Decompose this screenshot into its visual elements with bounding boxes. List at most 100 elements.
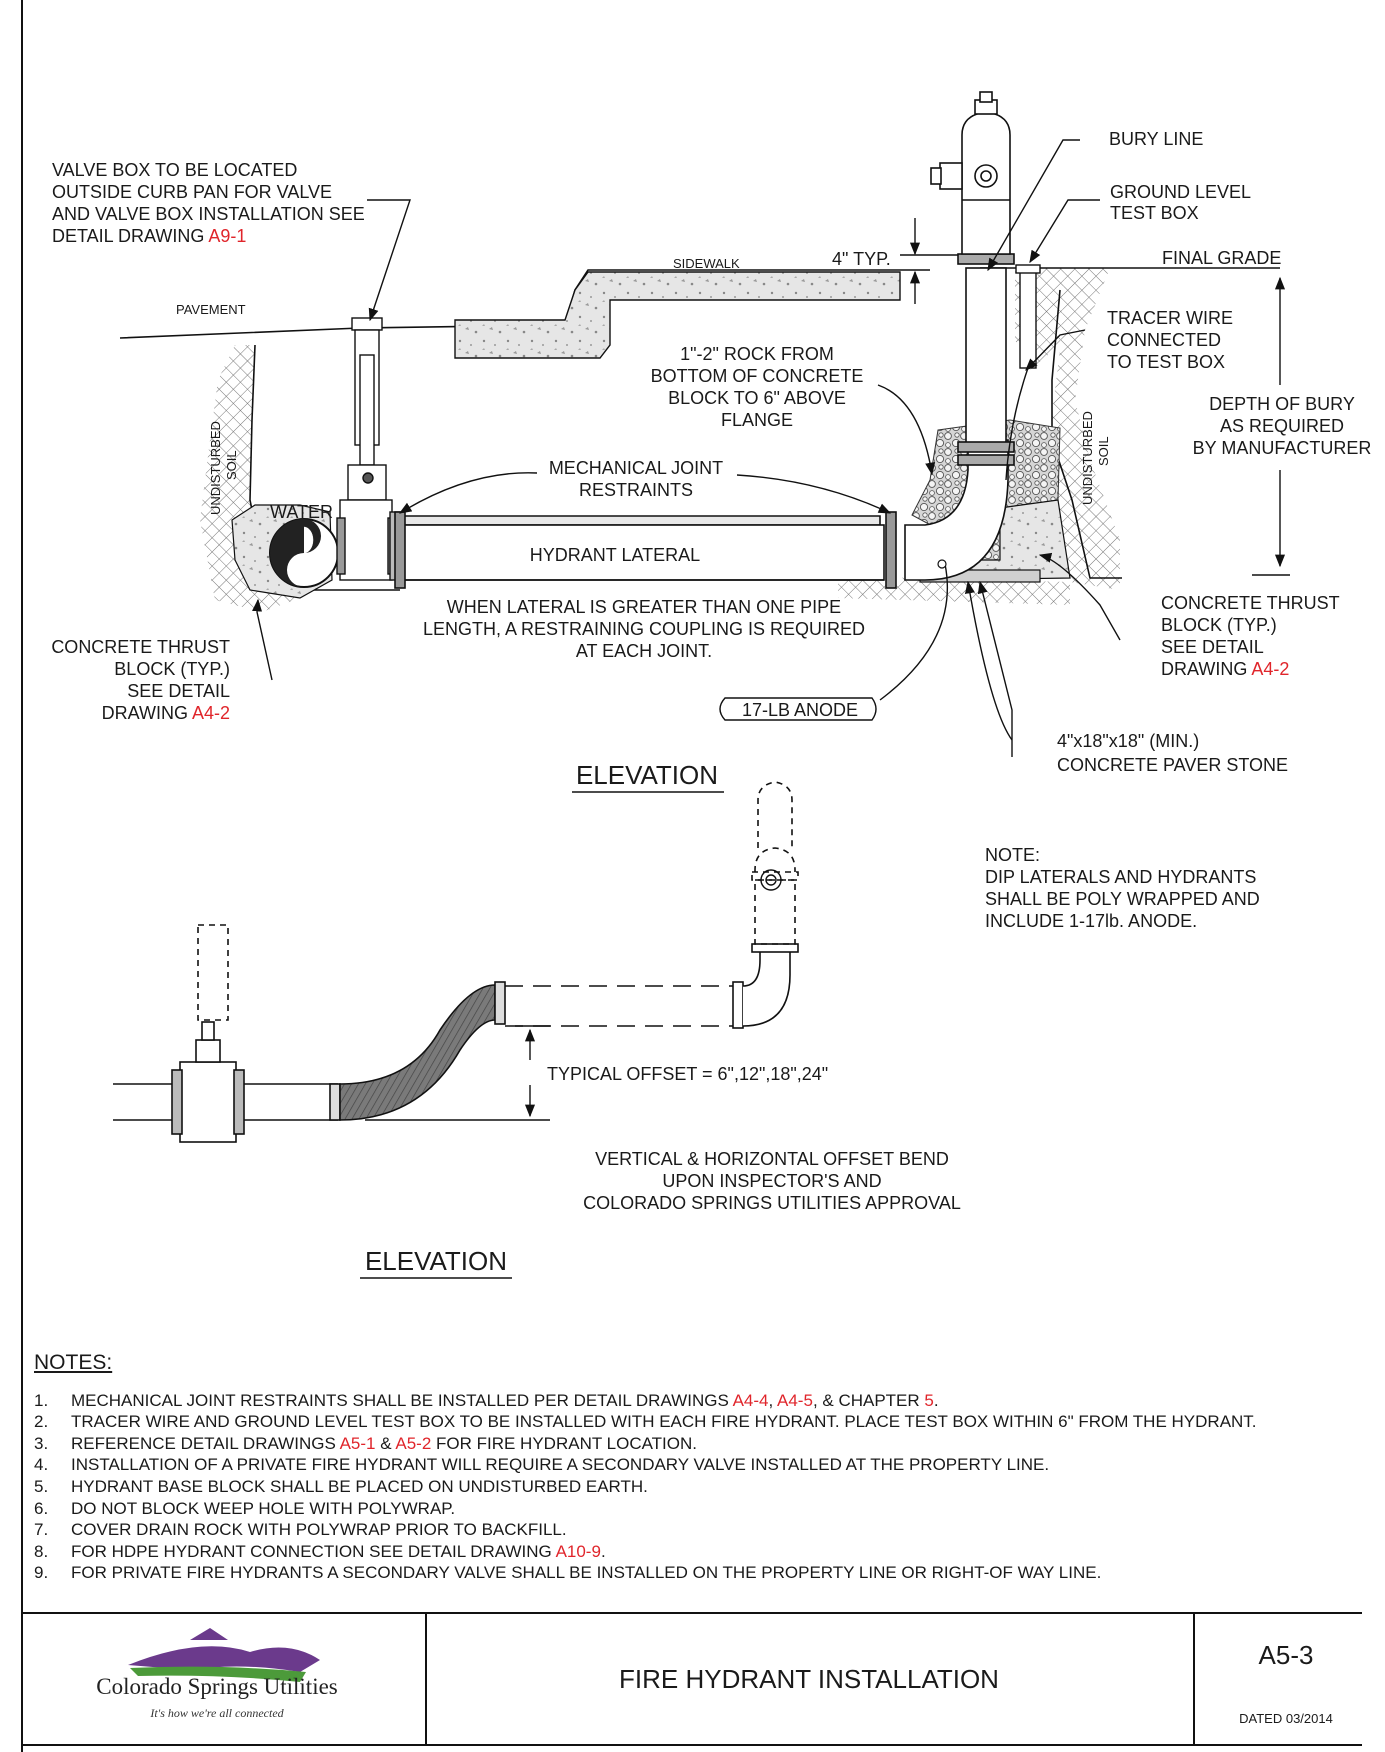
note-item: 8. FOR HDPE HYDRANT CONNECTION SEE DETAIL…	[34, 1541, 1354, 1563]
note-text: INSTALLATION OF A PRIVATE FIRE HYDRANT W…	[71, 1454, 1049, 1476]
depth-of-bury-3: BY MANUFACTURER	[1193, 438, 1372, 458]
weep-hole	[937, 559, 947, 569]
test-box-label-1: GROUND LEVEL	[1110, 182, 1251, 202]
note-number: 7.	[34, 1520, 49, 1540]
hydrant-lateral-pipe	[394, 511, 897, 589]
offset-hydrant-nozzle	[760, 869, 782, 891]
anode-label: 17-LB ANODE	[742, 700, 858, 720]
note-text-part: FOR FIRE HYDRANT LOCATION.	[431, 1433, 698, 1453]
test-box-label-2: TEST BOX	[1110, 203, 1199, 223]
valve-box-note-line2: OUTSIDE CURB PAN FOR VALVE	[52, 182, 332, 202]
thrust-right-2: BLOCK (TYP.)	[1161, 615, 1277, 635]
note-text: HYDRANT BASE BLOCK SHALL BE PLACED ON UN…	[71, 1476, 648, 1498]
note-text-part: REFERENCE DETAIL DRAWINGS	[71, 1433, 340, 1453]
offset-dimension	[365, 1025, 550, 1121]
thrust-left-3: SEE DETAIL	[127, 681, 230, 701]
bury-line-label: BURY LINE	[1109, 129, 1203, 149]
sheet-border	[21, 0, 1362, 1752]
thrust-left-2: BLOCK (TYP.)	[114, 659, 230, 679]
note-number: 9.	[34, 1563, 49, 1583]
detail-reference: 5	[924, 1390, 934, 1410]
note-text-part: MECHANICAL JOINT RESTRAINTS SHALL BE INS…	[71, 1390, 733, 1410]
company-name: Colorado Springs Utilities	[96, 1674, 338, 1699]
callout-leaders	[252, 139, 1290, 757]
anode-tag	[719, 697, 877, 721]
bottom-elevation-labels: TYPICAL OFFSET = 6",12",18",24" VERTICAL…	[360, 1064, 961, 1279]
note-text-part: DO NOT BLOCK WEEP HOLE WITH POLYWRAP.	[71, 1498, 456, 1518]
dip-note: NOTE: DIP LATERALS AND HYDRANTS SHALL BE…	[985, 845, 1260, 931]
note-text-part: COVER DRAIN ROCK WITH POLYWRAP PRIOR TO …	[71, 1520, 567, 1540]
note-text-part: FOR PRIVATE FIRE HYDRANTS A SECONDARY VA…	[71, 1563, 1102, 1583]
bottom-elevation-title: ELEVATION	[365, 1246, 507, 1276]
note-text-part: .	[600, 1541, 606, 1561]
note-item: 3. REFERENCE DETAIL DRAWINGS A5-1 & A5-2 …	[34, 1433, 1354, 1455]
note-number: 3.	[34, 1433, 49, 1453]
detail-reference: A4-4	[732, 1390, 769, 1410]
company-tagline: It's how we're all connected	[150, 1706, 284, 1720]
water-main-section	[269, 518, 339, 588]
thrust-right-4: DRAWING A4-2	[1161, 659, 1289, 679]
top-elevation-labels: VALVE BOX TO BE LOCATED OUTSIDE CURB PAN…	[51, 129, 1372, 793]
bend-note-2: UPON INSPECTOR'S AND	[662, 1171, 881, 1191]
typ-4-label: 4" TYP.	[832, 249, 891, 269]
top-elevation-title: ELEVATION	[576, 760, 718, 790]
note-number: 2.	[34, 1412, 49, 1432]
note-text-part: &	[375, 1433, 396, 1453]
utility-logo-mark	[128, 1628, 320, 1682]
note-text: FOR HDPE HYDRANT CONNECTION SEE DETAIL D…	[71, 1541, 606, 1563]
detail-reference: A4-5	[777, 1390, 813, 1410]
tracer-wire-1: TRACER WIRE	[1107, 308, 1233, 328]
detail-reference: A5-1	[339, 1433, 376, 1453]
thrust-left-4: DRAWING A4-2	[102, 703, 230, 723]
note-text-part: TRACER WIRE AND GROUND LEVEL TEST BOX TO…	[71, 1412, 1257, 1432]
offset-label: TYPICAL OFFSET = 6",12",18",24"	[547, 1064, 828, 1084]
sidewalk-label: SIDEWALK	[673, 256, 740, 271]
tracer-wire-2: CONNECTED	[1107, 330, 1221, 350]
paver-label-2: CONCRETE PAVER STONE	[1057, 755, 1288, 775]
note-text-part: .	[933, 1390, 939, 1410]
note-text: MECHANICAL JOINT RESTRAINTS SHALL BE INS…	[71, 1390, 939, 1412]
lateral-note-3: AT EACH JOINT.	[576, 641, 712, 661]
dip-note-2: SHALL BE POLY WRAPPED AND	[985, 889, 1260, 909]
lateral-note-1: WHEN LATERAL IS GREATER THAN ONE PIPE	[447, 597, 841, 617]
undisturbed-soil-left-2: SOIL	[224, 450, 239, 480]
note-text: COVER DRAIN ROCK WITH POLYWRAP PRIOR TO …	[71, 1519, 567, 1541]
note-item: 6. DO NOT BLOCK WEEP HOLE WITH POLYWRAP.	[34, 1498, 1354, 1520]
drawing-number: A5-3	[1258, 1640, 1314, 1670]
note-text: DO NOT BLOCK WEEP HOLE WITH POLYWRAP.	[71, 1498, 455, 1520]
lateral-note-2: LENGTH, A RESTRAINING COUPLING IS REQUIR…	[423, 619, 865, 639]
note-number: 6.	[34, 1498, 49, 1518]
tracer-wire-3: TO TEST BOX	[1107, 352, 1225, 372]
note-number: 1.	[34, 1390, 49, 1410]
note-number: 8.	[34, 1541, 49, 1561]
note-number: 4.	[34, 1455, 49, 1475]
note-text-part: HYDRANT BASE BLOCK SHALL BE PLACED ON UN…	[71, 1476, 648, 1496]
bend-note-1: VERTICAL & HORIZONTAL OFFSET BEND	[595, 1149, 949, 1169]
anode-wire	[879, 563, 949, 701]
undisturbed-soil-right-2: SOIL	[1096, 436, 1111, 466]
thrust-right-1: CONCRETE THRUST	[1161, 593, 1340, 613]
dip-note-head: NOTE:	[985, 845, 1040, 865]
note-item: 5.HYDRANT BASE BLOCK SHALL BE PLACED ON …	[34, 1476, 1354, 1498]
drawing-date: DATED 03/2014	[1239, 1711, 1333, 1726]
dip-note-1: DIP LATERALS AND HYDRANTS	[985, 867, 1256, 887]
note-item: 4. INSTALLATION OF A PRIVATE FIRE HYDRANT…	[34, 1454, 1354, 1476]
mj-restraints-2: RESTRAINTS	[579, 480, 693, 500]
hydrant-lateral-label: HYDRANT LATERAL	[530, 545, 700, 565]
rock-note-2: BOTTOM OF CONCRETE	[651, 366, 864, 386]
pavement-label: PAVEMENT	[176, 302, 246, 317]
note-text-part: ,	[768, 1390, 778, 1410]
water-label: WATER	[270, 502, 333, 522]
note-item: 9. FOR PRIVATE FIRE HYDRANTS A SECONDARY …	[34, 1562, 1354, 1584]
note-text: REFERENCE DETAIL DRAWINGS A5-1 & A5-2 FO…	[71, 1433, 697, 1455]
notes-heading: NOTES:	[34, 1351, 113, 1374]
note-text-part: , & CHAPTER	[812, 1390, 925, 1410]
thrust-right-3: SEE DETAIL	[1161, 637, 1264, 657]
depth-of-bury-1: DEPTH OF BURY	[1209, 394, 1355, 414]
sidewalk-concrete	[454, 271, 901, 359]
note-text: FOR PRIVATE FIRE HYDRANTS A SECONDARY VA…	[71, 1562, 1101, 1584]
note-item: 2. TRACER WIRE AND GROUND LEVEL TEST BOX …	[34, 1411, 1354, 1433]
valve-and-valve-box	[336, 317, 405, 581]
valve-box-note-line1: VALVE BOX TO BE LOCATED	[52, 160, 297, 180]
